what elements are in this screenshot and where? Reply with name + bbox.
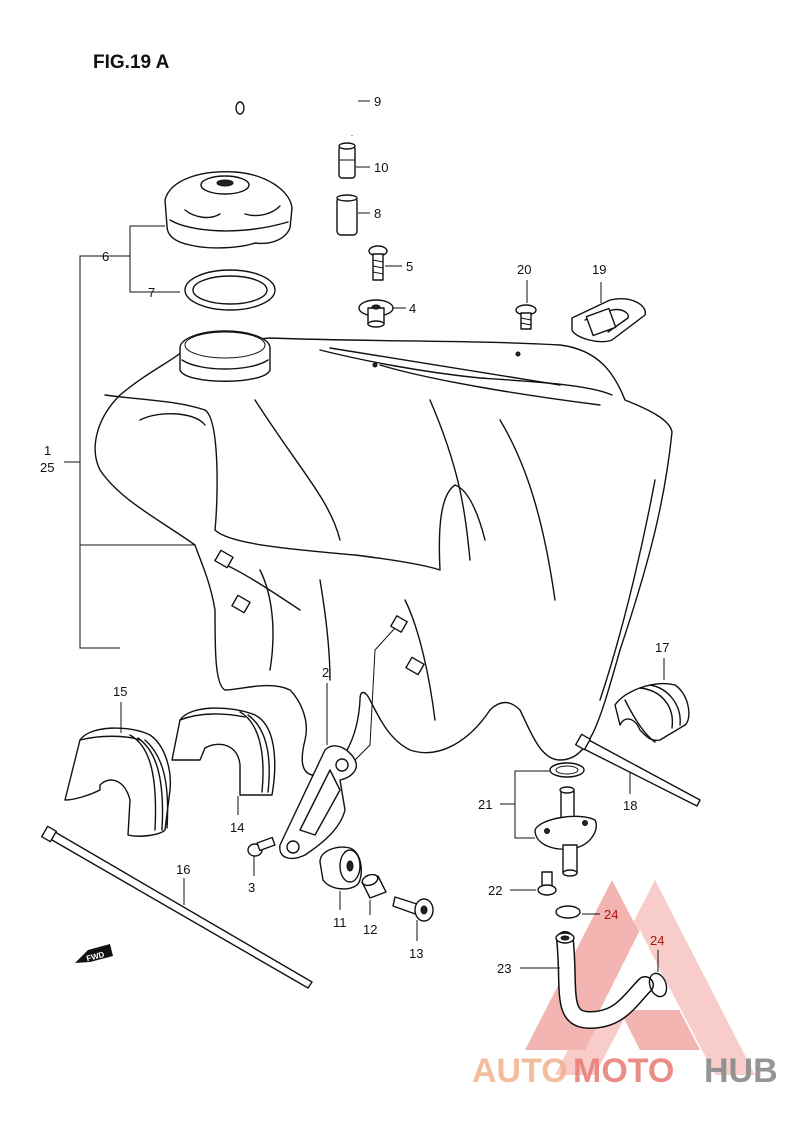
- bolt-20: [515, 304, 537, 330]
- cushion-14: [171, 707, 276, 796]
- callout-17: 17: [655, 640, 669, 655]
- cap-gasket: [184, 269, 276, 311]
- grommet-4: [358, 299, 394, 328]
- callout-12: 12: [363, 922, 377, 937]
- callout-23: 23: [497, 961, 511, 976]
- callout-14: 14: [230, 820, 244, 835]
- callout-1: 1: [44, 443, 51, 458]
- watermark-moto: MOTO: [573, 1052, 674, 1090]
- callout-8: 8: [374, 206, 381, 221]
- callout-3: 3: [248, 880, 255, 895]
- watermark-auto: AUTO: [472, 1052, 568, 1090]
- callout-10: 10: [374, 160, 388, 175]
- cable-tie-18: [574, 733, 701, 807]
- clip-24b: [648, 972, 668, 998]
- breather-hose: [235, 74, 358, 136]
- fuel-hose-23: [555, 931, 654, 1030]
- damper-11: [319, 846, 362, 890]
- breather-valve: [338, 142, 356, 179]
- callout-18: 18: [623, 798, 637, 813]
- cushion-17: [614, 683, 690, 743]
- collar-12: [361, 873, 387, 899]
- callout-24b: 24: [650, 933, 664, 948]
- cap-bracket: [120, 225, 180, 293]
- bracket-2: [279, 745, 357, 860]
- cushion-15: [64, 727, 172, 837]
- callout-22: 22: [488, 883, 502, 898]
- cable-tie-16: [40, 825, 313, 989]
- watermark-hub: HUB: [704, 1052, 778, 1090]
- bolt-13: [392, 896, 434, 922]
- callout-5: 5: [406, 259, 413, 274]
- clip-24a: [555, 905, 581, 919]
- callout-9: 9: [374, 94, 381, 109]
- fuel-cock-21: [534, 762, 597, 877]
- callout-2: 2: [322, 665, 329, 680]
- fuel-tank: [94, 330, 673, 776]
- fuel-cap: [164, 171, 293, 249]
- tank-bracket: [64, 255, 195, 649]
- callout-11: 11: [333, 915, 347, 930]
- callout-20: 20: [517, 262, 531, 277]
- figure-title: FIG.19 A: [93, 52, 170, 73]
- callout-15: 15: [113, 684, 127, 699]
- callout-13: 13: [409, 946, 423, 961]
- screw-5: [368, 245, 388, 281]
- callout-19: 19: [592, 262, 606, 277]
- callout-4: 4: [409, 301, 416, 316]
- strap-clip-19: [571, 298, 646, 343]
- callout-7: 7: [148, 285, 155, 300]
- callout-24a: 24: [604, 907, 618, 922]
- callout-16: 16: [176, 862, 190, 877]
- screw-22: [537, 871, 557, 896]
- watermark-text: AUTO MOTO HUB: [472, 1052, 778, 1090]
- callout-25: 25: [40, 460, 54, 475]
- forward-arrow-icon: FWD: [75, 944, 113, 963]
- short-hose: [336, 194, 358, 236]
- bolt-3: [247, 836, 276, 857]
- callout-21: 21: [478, 797, 492, 812]
